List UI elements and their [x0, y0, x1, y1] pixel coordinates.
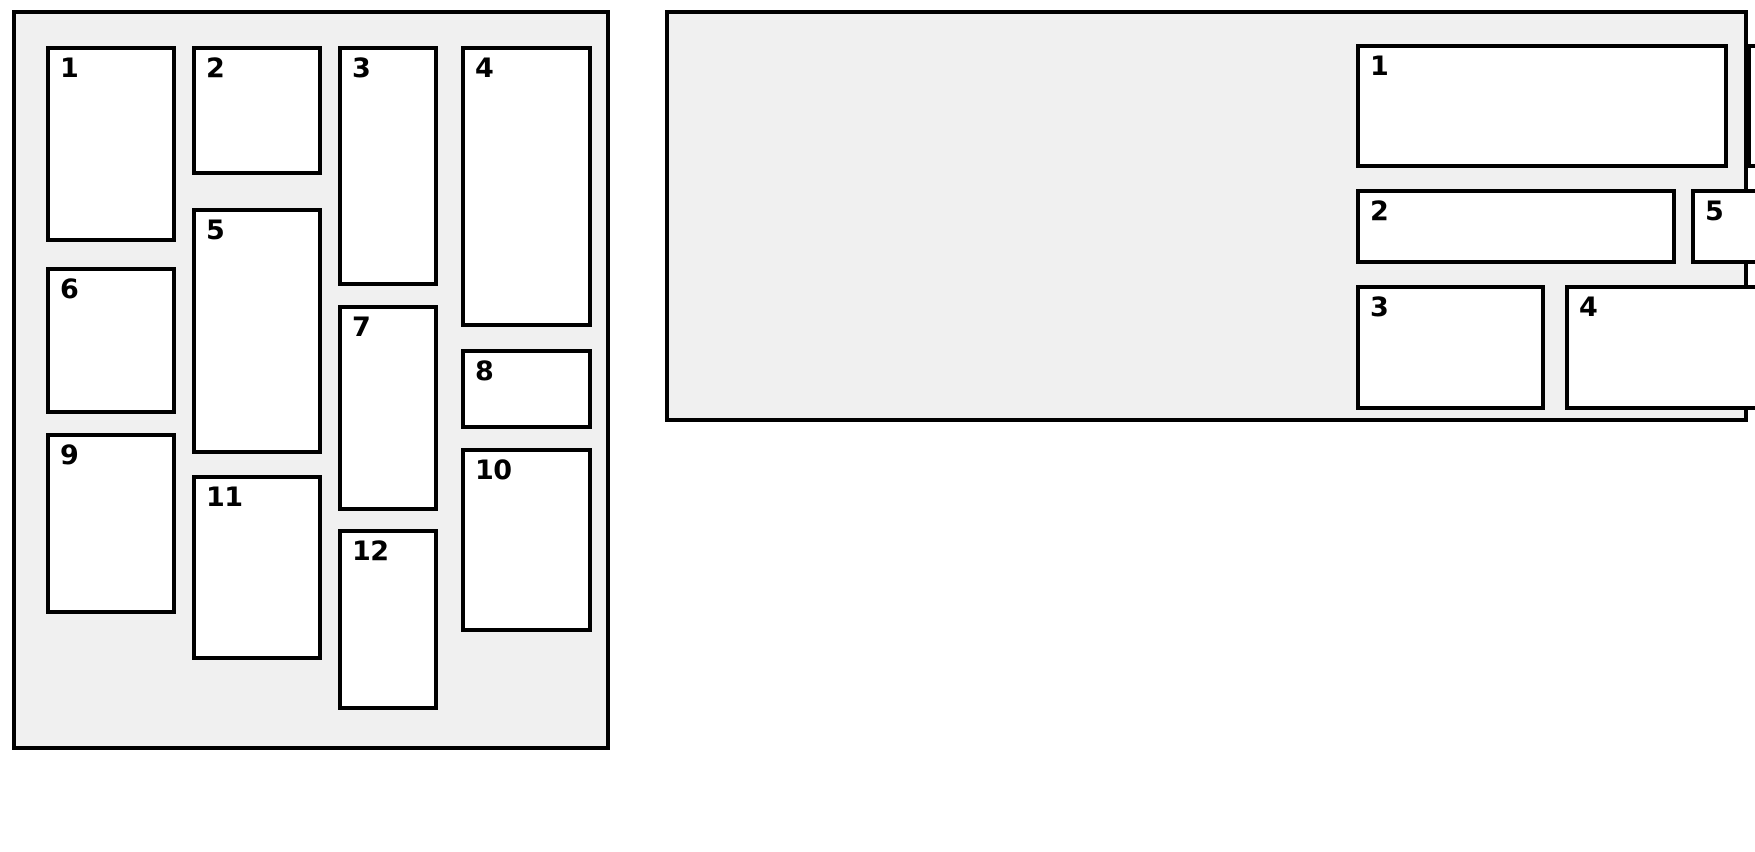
layout-cell-4[interactable]: 4 — [461, 46, 592, 327]
cell-label: 12 — [352, 536, 389, 567]
layout-cell-5[interactable]: 5 — [192, 208, 322, 454]
cell-label: 10 — [475, 455, 512, 486]
layout-cell-6[interactable]: 6 — [46, 267, 176, 414]
layout-cell-11[interactable]: 11 — [192, 475, 322, 660]
layout-cell-1[interactable]: 1 — [46, 46, 176, 242]
cell-label: 8 — [475, 356, 494, 387]
layout-cell-3[interactable]: 3 — [338, 46, 438, 286]
layout-cell-10[interactable]: 10 — [461, 448, 592, 632]
cell-label: 7 — [352, 312, 371, 343]
cell-label: 2 — [206, 53, 225, 84]
cell-label: 1 — [60, 53, 79, 84]
layout-cell-2[interactable]: 2 — [1356, 189, 1676, 264]
cell-label: 9 — [60, 440, 79, 471]
layout-cell-7[interactable]: 7 — [338, 305, 438, 511]
cell-label: 3 — [1370, 292, 1389, 323]
layout-cell-8[interactable]: 8 — [461, 349, 592, 429]
cell-label: 2 — [1370, 196, 1389, 227]
layout-cell-9[interactable]: 9 — [46, 433, 176, 614]
cell-label: 6 — [60, 274, 79, 305]
cell-label: 5 — [206, 215, 225, 246]
cell-label: 5 — [1705, 196, 1724, 227]
layout-cell-3[interactable]: 3 — [1356, 285, 1545, 410]
layout-cell-6[interactable]: 6 — [1747, 44, 1755, 168]
layout-cell-5[interactable]: 5 — [1691, 189, 1755, 264]
right-layout-panel: 167259348 — [665, 10, 1755, 422]
cell-label: 11 — [206, 482, 243, 513]
cell-label: 3 — [352, 53, 371, 84]
layout-cell-4[interactable]: 4 — [1565, 285, 1755, 410]
cell-label: 1 — [1370, 51, 1389, 82]
cell-label: 4 — [1579, 292, 1598, 323]
layout-cell-12[interactable]: 12 — [338, 529, 438, 710]
layout-cell-2[interactable]: 2 — [192, 46, 322, 175]
cell-label: 4 — [475, 53, 494, 84]
layout-cell-1[interactable]: 1 — [1356, 44, 1728, 168]
